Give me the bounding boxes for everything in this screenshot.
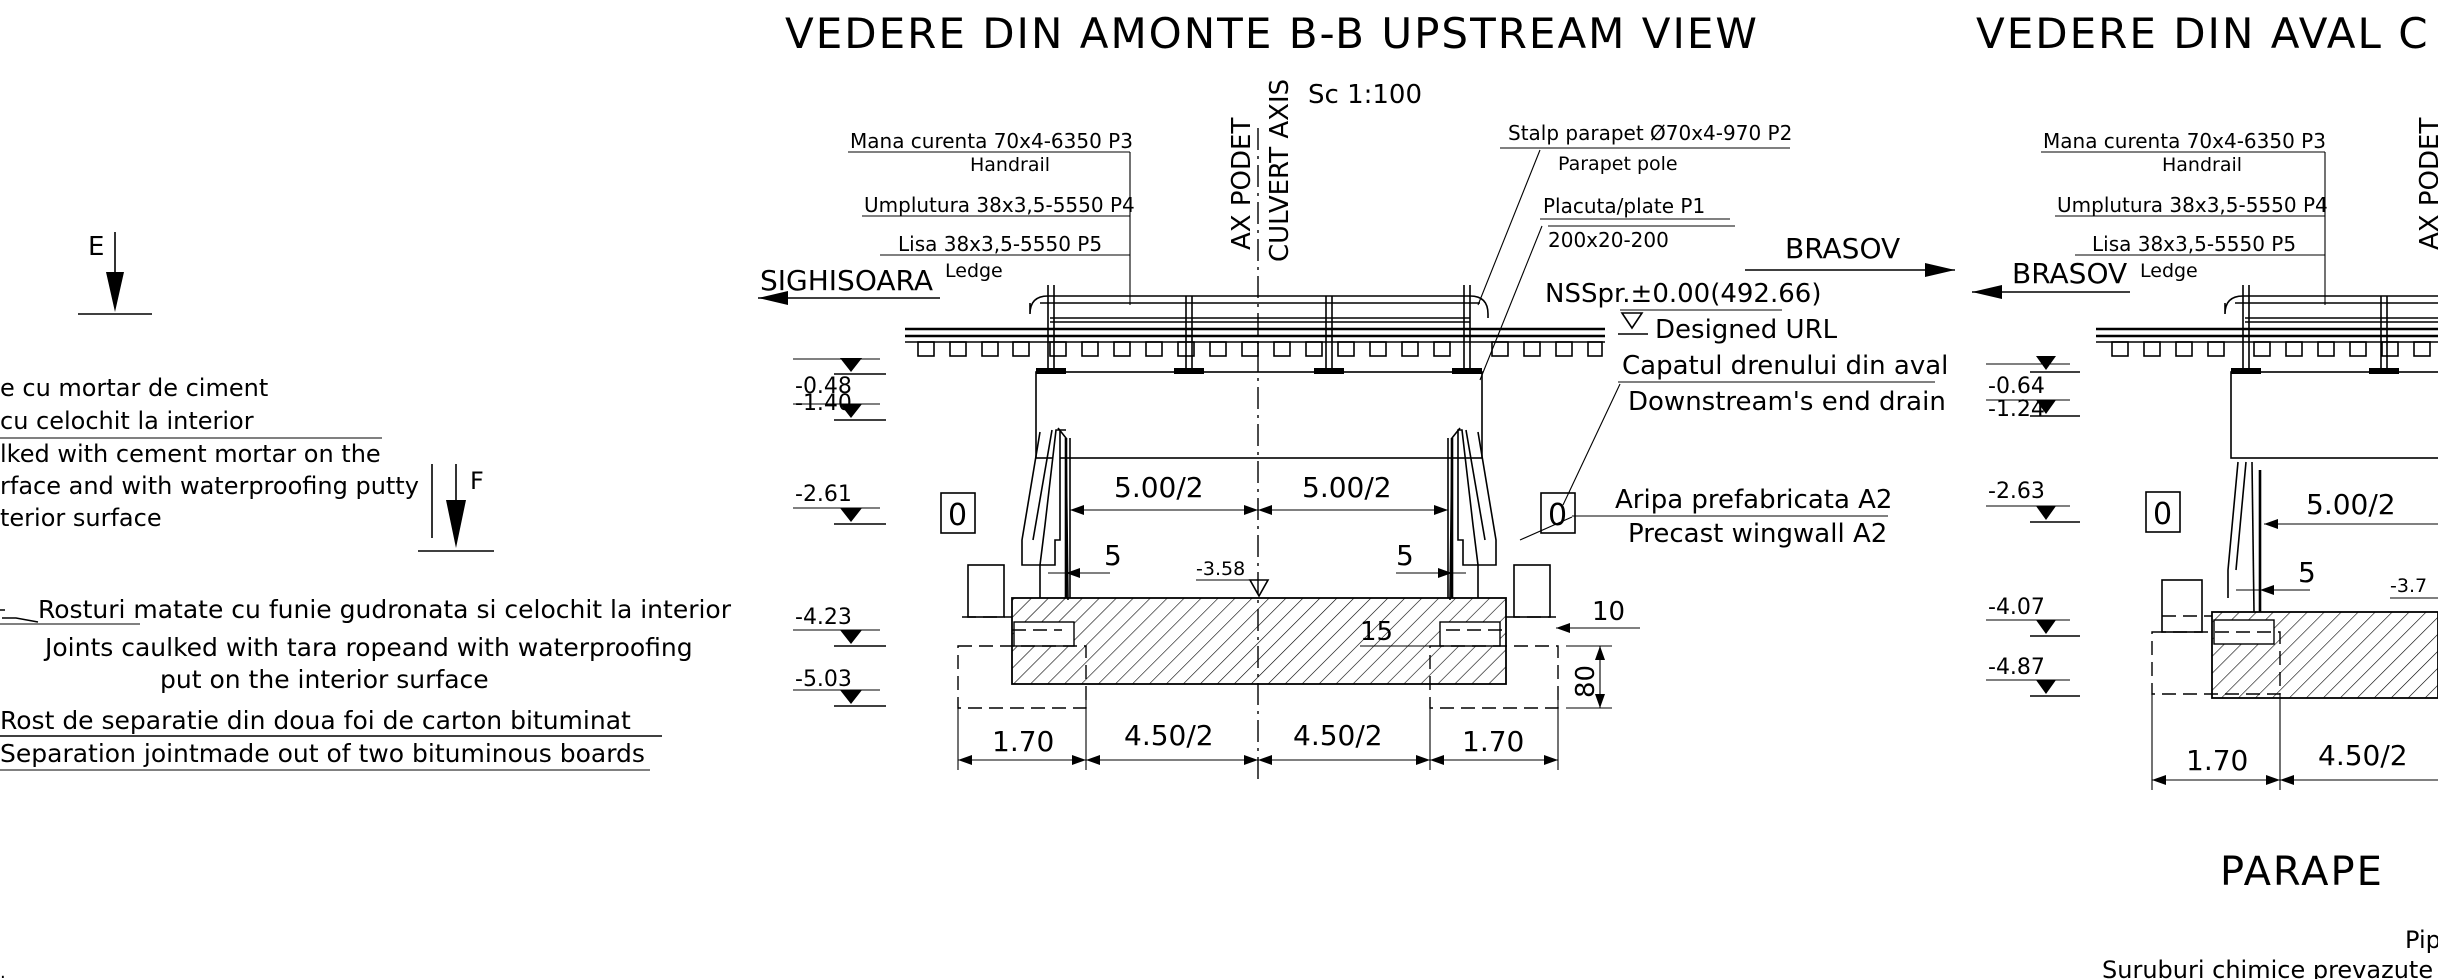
level-2: -1.40 [795, 391, 852, 416]
bottom-slab [1011, 597, 1507, 685]
label-ledge-en: Ledge [945, 260, 1003, 282]
ds-level-4: -4.07 [1988, 595, 2045, 620]
dim-five-left: 5 [1104, 539, 1122, 572]
label-plate-dim: 200x20-200 [1548, 228, 1669, 252]
label-handrail: Mana curenta 70x4-6350 P3 [850, 129, 1133, 153]
suruburi-label: Suruburi chimice prevazute [2102, 956, 2433, 979]
rost-ro: Rost de separatie din doua foi de carton… [0, 706, 631, 735]
left-notes: E e cu mortar de ciment cu celochit la i… [0, 232, 732, 979]
mark-left: 0 [948, 498, 967, 533]
mark-right: 0 [1548, 498, 1567, 533]
ds-ledge-en: Ledge [2140, 260, 2198, 282]
ds-level-5: -4.87 [1988, 655, 2045, 680]
ds-dim-bottom-1: 1.70 [2186, 744, 2248, 777]
dim-80: 80 [1571, 665, 1601, 698]
upstream-view: VEDERE DIN AMONTE B-B UPSTREAM VIEW Sc 1… [758, 9, 1955, 780]
label-filling: Umplutura 38x3,5-5550 P4 [864, 193, 1135, 217]
level-4: -4.23 [795, 605, 852, 630]
nsspr-label: NSSpr.±0.00(492.66) [1545, 279, 1821, 309]
level-5: -5.03 [795, 667, 852, 692]
svg-text:.: . [0, 962, 6, 979]
e-mark: E [88, 232, 104, 262]
dim-five-right: 5 [1396, 539, 1414, 572]
arrow-e-icon [106, 272, 124, 312]
note-line5: terior surface [0, 504, 162, 532]
rosturi-en1: Joints caulked with tara ropeand with wa… [43, 633, 693, 662]
dim-half-left: 5.00/2 [1114, 471, 1204, 504]
ds-dim-five: 5 [2298, 556, 2316, 589]
downstream-levels: -1.24 -2.63 -4.07 -4.87 PARAPE Pip Surub… [1988, 397, 2438, 979]
drain-ro: Capatul drenului din aval [1622, 351, 1948, 381]
pip-label: Pip [2405, 926, 2438, 954]
axis-podet: AX PODET [1227, 118, 1257, 250]
f-mark: F [470, 467, 484, 495]
inner-level: -3.58 [1196, 558, 1245, 580]
dim-half-right: 5.00/2 [1302, 471, 1392, 504]
ds-level-3: -2.63 [1988, 479, 2045, 504]
dir-brasov: BRASOV [1785, 232, 1900, 265]
note-line4: rface and with waterproofing putty [0, 472, 419, 500]
note-line3: lked with cement mortar on the [0, 440, 381, 468]
parapet-title: PARAPE [2220, 849, 2384, 895]
downstream-view: VEDERE DIN AVAL C Mana curenta 70x4-6350… [1972, 9, 2438, 790]
downstream-title: VEDERE DIN AVAL C [1976, 9, 2430, 58]
upstream-title: VEDERE DIN AMONTE B-B UPSTREAM VIEW [785, 9, 1759, 58]
ds-axis-podet: AX PODET [2415, 118, 2438, 250]
ds-filling: Umplutura 38x3,5-5550 P4 [2057, 193, 2328, 217]
dim-bottom-4: 1.70 [1462, 725, 1524, 758]
ds-dim-bottom-2: 4.50/2 [2318, 739, 2408, 772]
note-line1: e cu mortar de ciment [0, 374, 268, 402]
drain-en: Downstream's end drain [1628, 387, 1946, 417]
label-pole-en: Parapet pole [1558, 153, 1678, 175]
designed-url: Designed URL [1655, 315, 1838, 345]
axis-culvert: CULVERT AXIS [1265, 79, 1295, 262]
label-handrail-en: Handrail [970, 154, 1050, 176]
upstream-scale: Sc 1:100 [1308, 80, 1422, 110]
level-1: -0.48 [795, 374, 852, 399]
label-pole: Stalp parapet Ø70x4-970 P2 [1508, 121, 1792, 145]
dim-bottom-1: 1.70 [992, 725, 1054, 758]
rosturi-ro: Rosturi matate cu funie gudronata si cel… [38, 595, 732, 624]
dim-15: 15 [1360, 617, 1393, 647]
ds-handrail-en: Handrail [2162, 154, 2242, 176]
note-line2: cu celochit la interior [0, 407, 254, 435]
level-3: -2.61 [795, 482, 852, 507]
ds-mark-left: 0 [2153, 497, 2172, 532]
wing-ro: Aripa prefabricata A2 [1615, 485, 1892, 515]
ds-level-2: -1.24 [1988, 397, 2045, 422]
dir-sighisoara: SIGHISOARA [760, 264, 933, 297]
ds-handrail: Mana curenta 70x4-6350 P3 [2043, 129, 2326, 153]
ds-ledge: Lisa 38x3,5-5550 P5 [2092, 232, 2296, 256]
ds-dir-brasov: BRASOV [2012, 257, 2127, 290]
arrow-left-icon [758, 291, 788, 305]
ds-dim-half: 5.00/2 [2306, 488, 2396, 521]
dim-10: 10 [1592, 597, 1625, 627]
wing-en: Precast wingwall A2 [1628, 519, 1887, 549]
top-slab [1035, 371, 1483, 459]
ds-level-1: -0.64 [1988, 374, 2045, 399]
arrow-f-icon [446, 500, 466, 548]
label-ledge: Lisa 38x3,5-5550 P5 [898, 232, 1102, 256]
ds-inner-level: -3.7 [2390, 575, 2427, 597]
handrail [1029, 295, 1489, 318]
dim-bottom-2: 4.50/2 [1124, 719, 1214, 752]
dim-bottom-3: 4.50/2 [1293, 719, 1383, 752]
rosturi-en2: put on the interior surface [160, 665, 489, 694]
arrow-right-icon [1925, 263, 1955, 277]
level-marker-icon [1620, 312, 1644, 330]
rost-en: Separation jointmade out of two bitumino… [0, 739, 645, 768]
label-plate: Placuta/plate P1 [1543, 194, 1705, 218]
